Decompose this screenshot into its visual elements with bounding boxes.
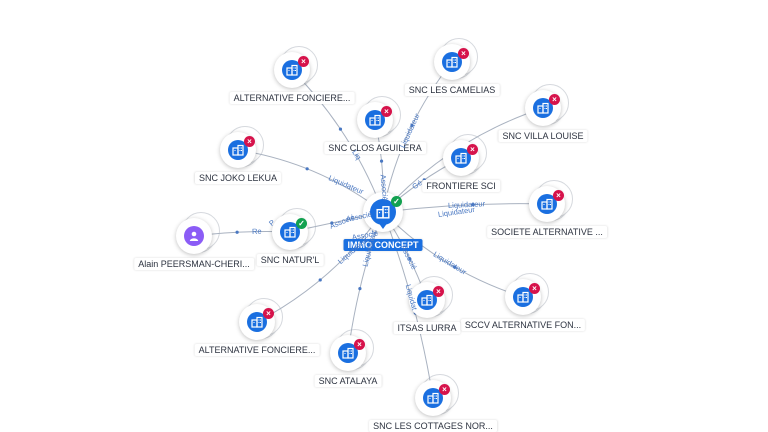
node-label: SCCV ALTERNATIVE FON... [460, 319, 586, 331]
building-icon [282, 60, 302, 80]
building-icon [247, 312, 267, 332]
building-icon [417, 290, 437, 310]
building-icon [365, 110, 385, 130]
node-label: SNC LES COTTAGES NOR... [369, 420, 497, 432]
node-label: SNC VILLA LOUISE [498, 130, 588, 142]
node-label: IMMO CONCEPT [343, 239, 423, 251]
closed-status-icon: × [553, 190, 564, 201]
closed-status-icon: × [439, 384, 450, 395]
building-icon [338, 343, 358, 363]
active-status-icon: ✓ [391, 196, 402, 207]
edge-arrow [305, 167, 309, 171]
node-label: SNC JOKO LEKUA [194, 172, 282, 184]
closed-status-icon: × [354, 339, 365, 350]
node-label: ALTERNATIVE FONCIERE... [229, 92, 355, 104]
edge-arrow [318, 278, 322, 282]
edge-label: Associé [378, 174, 390, 201]
edge-arrow [338, 127, 343, 131]
building-icon [513, 287, 533, 307]
building-icon [228, 140, 248, 160]
edge-arrow [410, 123, 414, 127]
node-label: SOCIETE ALTERNATIVE ... [487, 226, 607, 238]
active-status-icon: ✓ [296, 218, 307, 229]
closed-status-icon: × [381, 106, 392, 117]
closed-status-icon: × [458, 48, 469, 59]
pin-marker [378, 222, 388, 229]
building-icon [533, 98, 553, 118]
closed-status-icon: × [529, 283, 540, 294]
node-label: SNC ATALAYA [314, 375, 382, 387]
closed-status-icon: × [467, 144, 478, 155]
node-label: SNC LES CAMELIAS [404, 84, 500, 96]
edge-arrow [453, 265, 457, 269]
closed-status-icon: × [298, 56, 309, 67]
closed-status-icon: × [263, 308, 274, 319]
building-icon [423, 388, 443, 408]
edge-label: Re [251, 226, 262, 236]
edge-arrow [471, 203, 475, 207]
node-label: FRONTIERE SCI [422, 180, 500, 192]
node-label: SNC NATUR'L [256, 254, 324, 266]
building-icon [537, 194, 557, 214]
node-label: Alain PEERSMAN-CHERI... [134, 258, 254, 270]
edge-arrow [235, 230, 239, 234]
edge-arrow [408, 257, 412, 261]
edge-arrow [379, 159, 384, 163]
person-icon [184, 226, 204, 246]
node-label: SNC CLOS AGUILERA [324, 142, 426, 154]
edge-arrow [358, 286, 362, 291]
building-icon [280, 222, 300, 242]
node-label: ITSAS LURRA [393, 322, 461, 334]
edge-arrow [330, 221, 334, 225]
building-icon [451, 148, 471, 168]
closed-status-icon: × [244, 136, 255, 147]
closed-status-icon: × [549, 94, 560, 105]
building-icon [442, 52, 462, 72]
node-label: ALTERNATIVE FONCIERE... [194, 344, 320, 356]
closed-status-icon: × [433, 286, 444, 297]
